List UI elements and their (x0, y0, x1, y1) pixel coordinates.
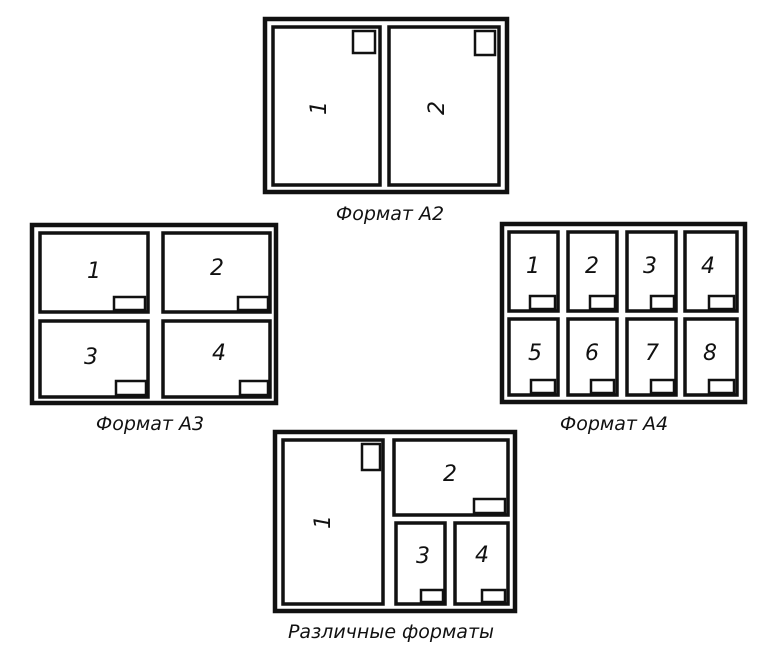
a3-sheet-1-number: 1 (87, 259, 101, 284)
various-sheet-1-number: 1 (311, 515, 336, 529)
a4-sheet-3-number: 3 (643, 254, 657, 279)
a2-sheet-1-stamp (351, 29, 377, 55)
a4-sheet-4-number: 4 (701, 254, 715, 279)
a3-caption: Формат А3 (96, 413, 204, 435)
a4-sheet-5-stamp (529, 378, 557, 395)
a4-sheet-2-stamp (588, 294, 617, 311)
various-sheet-3-stamp (419, 588, 445, 604)
a3-sheet-2-number: 2 (210, 256, 224, 281)
a3-sheet-4-stamp (238, 379, 270, 397)
format-various-group: 1 2 3 4 Различные форматы (272, 429, 518, 643)
a4-sheet-6-stamp (589, 378, 616, 395)
a3-frame (29, 222, 279, 406)
various-sheet-4-number: 4 (475, 543, 489, 568)
a2-frame (262, 16, 510, 195)
a2-caption: Формат А2 (336, 203, 444, 225)
a2-sheet-1-number: 1 (307, 101, 332, 115)
a3-sheet-3-number: 3 (84, 345, 98, 370)
format-a4-group: 1 2 3 4 5 6 7 8 Формат А4 (499, 221, 748, 435)
a2-sheet-2-number: 2 (425, 101, 450, 115)
a4-caption: Формат А4 (560, 413, 668, 435)
various-sheet-1-stamp (360, 442, 382, 472)
a4-sheet-2-number: 2 (585, 254, 599, 279)
a4-sheet-8-number: 8 (703, 341, 717, 366)
a3-sheet-3-stamp (114, 379, 148, 397)
format-a2-group: 1 2 Формат А2 (262, 16, 510, 225)
a3-sheet-2-stamp (236, 295, 270, 312)
a4-sheet-3 (625, 230, 678, 313)
a4-sheet-3-stamp (649, 294, 676, 311)
a4-sheet-1-stamp (528, 294, 557, 311)
various-sheet-2-stamp (472, 497, 507, 515)
various-sheet-2-number: 2 (443, 462, 457, 487)
various-sheet-4-stamp (480, 588, 507, 604)
various-caption: Различные форматы (288, 621, 494, 643)
a4-sheet-6-number: 6 (585, 341, 599, 366)
a4-sheet-7-stamp (649, 378, 676, 395)
a4-sheet-8-stamp (707, 378, 736, 395)
a3-sheet-4-number: 4 (212, 341, 226, 366)
various-frame (272, 429, 518, 614)
various-sheet-3-number: 3 (416, 544, 430, 569)
a3-sheet-1-stamp (112, 295, 147, 312)
a4-sheet-4-stamp (707, 294, 736, 311)
a2-sheet-2-stamp (473, 29, 497, 57)
a4-sheet-7-number: 7 (645, 341, 659, 366)
a4-sheet-5-number: 5 (528, 341, 542, 366)
a4-frame (499, 221, 748, 405)
a4-sheet-1-number: 1 (526, 254, 540, 279)
format-a3-group: 1 2 3 4 Формат А3 (29, 222, 279, 435)
